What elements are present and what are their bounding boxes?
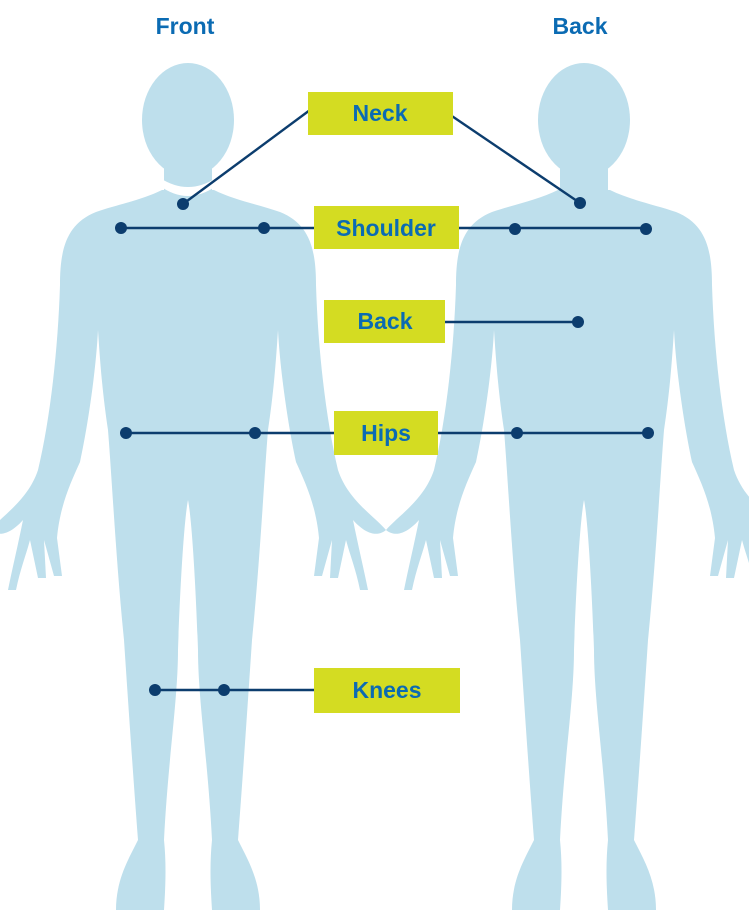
knees-tag: Knees <box>314 668 460 713</box>
back-view-title: Back <box>553 13 608 39</box>
back-label: Back <box>358 308 413 334</box>
back-figure <box>386 63 749 910</box>
shoulder-tag: Shoulder <box>314 206 459 249</box>
front-figure <box>0 63 386 910</box>
front-view-title: Front <box>156 13 215 39</box>
hips-label: Hips <box>361 420 411 446</box>
shoulder-label: Shoulder <box>336 215 436 241</box>
neck-label: Neck <box>353 100 408 126</box>
hips-tag: Hips <box>334 411 438 455</box>
neck-tag: Neck <box>308 92 453 135</box>
knees-label: Knees <box>352 677 421 703</box>
back-tag: Back <box>324 300 445 343</box>
